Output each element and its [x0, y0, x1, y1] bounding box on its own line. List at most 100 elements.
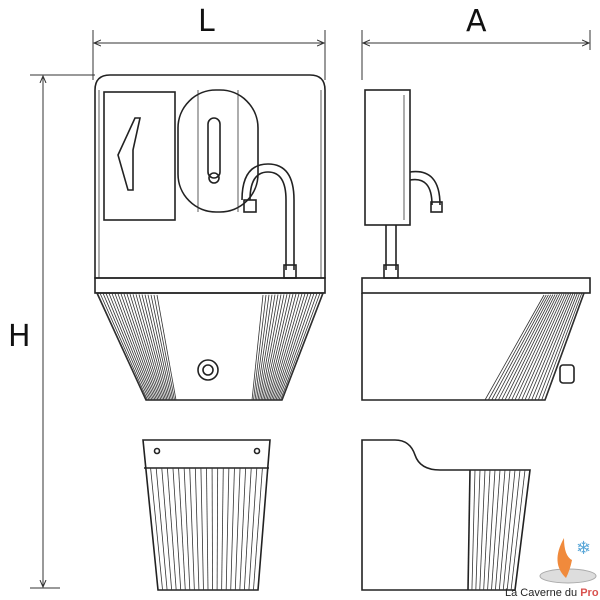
- hatch-line: [471, 469, 476, 591]
- hatch-line: [161, 467, 173, 591]
- hatch-line: [123, 293, 160, 401]
- pedestal-side: [361, 439, 531, 591]
- hatch-line: [135, 294, 166, 401]
- hatch-line: [497, 294, 554, 401]
- hatch-line: [251, 294, 264, 401]
- hatch-line: [144, 294, 171, 401]
- hatch-line: [260, 294, 282, 401]
- hatch-line: [178, 467, 186, 591]
- hatch-line: [544, 292, 585, 401]
- hatch-line: [507, 294, 560, 401]
- hatch-line: [263, 294, 288, 401]
- hatch-line: [541, 292, 583, 401]
- dimension-label-L: L: [198, 4, 215, 39]
- hatch-line: [495, 469, 506, 591]
- hatch-line: [271, 293, 303, 401]
- hatch-line: [183, 467, 191, 591]
- hatch-line: [484, 294, 545, 401]
- hatch-line: [531, 293, 576, 401]
- hatch-line: [278, 293, 318, 401]
- hatch-line: [166, 467, 177, 591]
- hatch-line: [225, 467, 230, 591]
- dispenser-slot: [117, 117, 141, 191]
- hatch-line: [510, 469, 526, 591]
- hatch-line: [138, 294, 168, 401]
- hatch-line: [253, 467, 263, 591]
- side-basin-rim: [361, 277, 591, 294]
- hatch-line: [502, 469, 516, 591]
- hatch-line: [504, 294, 558, 401]
- hatch-line: [172, 467, 182, 591]
- hatch-line: [194, 467, 200, 591]
- hatch-line: [501, 294, 556, 401]
- hatch-line: [155, 467, 168, 591]
- hatch-line: [141, 294, 169, 401]
- hatch-line: [230, 467, 235, 591]
- snowflake-icon: ❄: [576, 538, 591, 558]
- hatch-line: [206, 467, 209, 591]
- hatch-line: [114, 293, 156, 401]
- pedestal-front: [142, 439, 271, 591]
- hatch-line: [491, 469, 501, 591]
- front-view: [94, 74, 326, 401]
- hatch-line: [491, 294, 549, 401]
- hatch-line: [494, 294, 552, 401]
- side-pipe: [385, 225, 397, 270]
- hatch-line: [266, 293, 294, 401]
- side-view: [361, 89, 591, 401]
- side-cabinet: [364, 89, 411, 226]
- soap-window: [207, 117, 221, 179]
- hatch-line: [253, 294, 267, 401]
- logo-accent-text: Pro: [580, 587, 599, 599]
- towel-dispenser: [103, 91, 176, 221]
- hatch-line: [269, 293, 300, 401]
- hatch-line: [272, 293, 306, 401]
- hatch-line: [105, 293, 151, 401]
- side-drain-icon: [559, 364, 575, 384]
- hatch-line: [487, 294, 547, 401]
- hatch-line: [99, 292, 148, 401]
- hatch-line: [234, 467, 241, 591]
- front-basin-rim: [94, 277, 326, 294]
- hatch-line: [111, 293, 154, 401]
- hatch-line: [156, 294, 177, 401]
- logo-text: La Caverne du Pro: [505, 587, 599, 599]
- hatch-line: [126, 293, 162, 401]
- hatch-line: [534, 293, 578, 401]
- hatch-line: [537, 293, 580, 401]
- hatch-line: [521, 293, 569, 401]
- dimension-A: A: [361, 4, 591, 80]
- brand-logo: ❄ La Caverne du Pro: [505, 538, 599, 599]
- hatch-line: [248, 467, 258, 591]
- hatch-line: [120, 293, 159, 401]
- hatch-line: [483, 469, 491, 591]
- hatch-line: [475, 469, 481, 591]
- hatch-line: [243, 467, 252, 591]
- faucet-nozzle: [243, 199, 257, 213]
- hatch-line: [262, 294, 285, 401]
- hatch-line: [281, 292, 324, 401]
- hatch-line: [517, 293, 567, 401]
- dimension-H: H: [8, 74, 95, 589]
- hatch-line: [275, 293, 312, 401]
- hatch-line: [277, 293, 315, 401]
- hatch-line: [150, 294, 174, 401]
- hatch-line: [102, 293, 150, 401]
- hatch-line: [153, 294, 175, 401]
- hatch-line: [256, 294, 273, 401]
- hatch-line: [259, 294, 279, 401]
- hatch-line: [129, 293, 163, 401]
- hatch-line: [265, 294, 291, 401]
- front-faucet: [249, 171, 287, 270]
- hatch-line: [147, 294, 172, 401]
- hatch-line: [514, 293, 565, 401]
- side-faucet: [409, 170, 441, 206]
- hatch-line: [200, 467, 204, 591]
- hatch-line: [132, 294, 165, 401]
- hatch-line: [221, 467, 224, 591]
- hatch-line: [487, 469, 496, 591]
- hatch-line: [189, 467, 195, 591]
- hatch-line: [479, 469, 486, 591]
